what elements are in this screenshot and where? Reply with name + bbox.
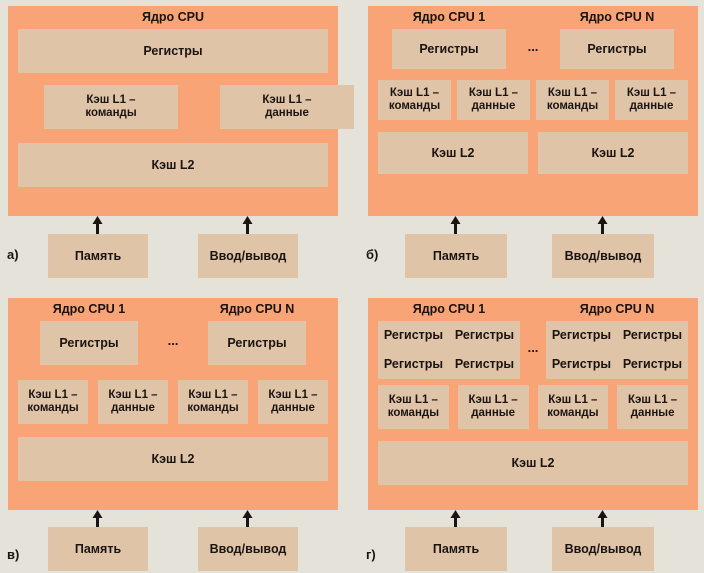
l1-instruction-cache-box-core-n: Кэш L1 – команды — [536, 80, 609, 120]
io-box: Ввод/вывод — [198, 527, 298, 571]
l2-cache-box-core-n: Кэш L2 — [538, 132, 688, 174]
l1-instruction-cache-box: Кэш L1 – команды — [44, 85, 178, 129]
panel-d-l1-row: Кэш L1 – команды Кэш L1 – данные Кэш L1 … — [378, 385, 688, 429]
registers-box-core-1: Регистры — [392, 29, 506, 69]
panel-a-l1-row: Кэш L1 – команды Кэш L1 – данные — [18, 85, 380, 129]
panel-b-l2-row: Кэш L2 Кэш L2 — [378, 132, 688, 174]
memory-box: Память — [405, 234, 507, 278]
panel-d-core-titles: Ядро CPU 1 Ядро CPU N — [378, 302, 688, 317]
registers-label: Регистры — [551, 328, 612, 342]
l1-instruction-cache-box-core-n: Кэш L1 – команды — [537, 385, 609, 429]
panel-a-core-titles: Ядро CPU — [18, 10, 328, 25]
cores-ellipsis: ... — [527, 39, 539, 54]
io-box: Ввод/вывод — [552, 527, 654, 571]
registers-label: Регистры — [383, 328, 444, 342]
l2-cache-box-shared: Кэш L2 — [378, 441, 688, 485]
panel-c-cpu-block: Ядро CPU 1 Ядро CPU N Регистры ... Регис… — [8, 298, 338, 510]
registers-label: Регистры — [622, 328, 683, 342]
core-title-1: Ядро CPU 1 — [412, 10, 486, 24]
panel-tag-b: б) — [366, 247, 379, 262]
panel-d-registers-row: Регистры Регистры Регистры Регистры ... … — [378, 321, 688, 379]
io-box: Ввод/вывод — [552, 234, 654, 278]
panel-tag-c: в) — [7, 547, 20, 562]
panel-b-cpu-block: Ядро CPU 1 Ядро CPU N Регистры ... Регис… — [368, 6, 698, 216]
panel-b-l1-row: Кэш L1 – команды Кэш L1 – данные Кэш L1 … — [378, 80, 688, 120]
panel-a-cpu-block: Ядро CPU Регистры Кэш L1 – команды Кэш L… — [8, 6, 354, 216]
core-title-gap — [160, 302, 186, 317]
l2-cache-box-shared: Кэш L2 — [18, 437, 328, 481]
panel-a-l2-row: Кэш L2 — [18, 143, 328, 187]
core-title-n: Ядро CPU N — [219, 302, 295, 316]
core-title: Ядро CPU — [141, 10, 205, 24]
core-title-n: Ядро CPU N — [579, 10, 655, 24]
l1-instruction-cache-box-core-n: Кэш L1 – команды — [178, 380, 248, 424]
panel-tag-d: г) — [366, 547, 376, 562]
registers-box-core-n: Регистры — [208, 321, 306, 365]
registers-label: Регистры — [622, 357, 683, 371]
memory-box: Память — [405, 527, 507, 571]
core-title-gap — [520, 10, 546, 25]
l1-data-cache-box-core-1: Кэш L1 – данные — [457, 80, 530, 120]
io-box: Ввод/вывод — [198, 234, 298, 278]
l1-data-cache-box-core-1: Кэш L1 – данные — [98, 380, 168, 424]
cores-ellipsis: ... — [527, 340, 539, 355]
panel-d: Ядро CPU 1 Ядро CPU N Регистры Регистры … — [352, 290, 704, 573]
l1-data-cache-box-core-n: Кэш L1 – данные — [617, 385, 688, 429]
registers-box: Регистры — [18, 29, 328, 73]
panel-a-registers-row: Регистры — [18, 29, 328, 73]
panel-b-core-titles: Ядро CPU 1 Ядро CPU N — [378, 10, 688, 25]
registers-box-core-1: Регистры — [40, 321, 138, 365]
panel-c: Ядро CPU 1 Ядро CPU N Регистры ... Регис… — [0, 290, 352, 573]
panel-d-cpu-block: Ядро CPU 1 Ядро CPU N Регистры Регистры … — [368, 298, 698, 510]
core-title-gap — [520, 302, 546, 317]
registers-group-core-1: Регистры Регистры Регистры Регистры — [378, 321, 520, 379]
l1-data-cache-box-core-1: Кэш L1 – данные — [457, 385, 529, 429]
panel-c-registers-row: Регистры ... Регистры — [18, 321, 328, 365]
l1-instruction-cache-box-core-1: Кэш L1 – команды — [378, 80, 451, 120]
panel-c-l2-row: Кэш L2 — [18, 437, 328, 481]
panel-c-core-titles: Ядро CPU 1 Ядро CPU N — [18, 302, 328, 317]
cores-ellipsis: ... — [167, 333, 179, 348]
registers-label: Регистры — [383, 357, 444, 371]
registers-label: Регистры — [454, 328, 515, 342]
l1-instruction-cache-box-core-1: Кэш L1 – команды — [18, 380, 88, 424]
core-title-n: Ядро CPU N — [579, 302, 655, 316]
l2-cache-box-core-1: Кэш L2 — [378, 132, 528, 174]
registers-label: Регистры — [551, 357, 612, 371]
registers-box-core-n: Регистры — [560, 29, 674, 69]
l2-cache-box: Кэш L2 — [18, 143, 328, 187]
l1-data-cache-box: Кэш L1 – данные — [220, 85, 354, 129]
l1-instruction-cache-box-core-1: Кэш L1 – команды — [378, 385, 449, 429]
memory-box: Память — [48, 527, 148, 571]
registers-group-core-n: Регистры Регистры Регистры Регистры — [546, 321, 688, 379]
l1-data-cache-box-core-n: Кэш L1 – данные — [615, 80, 688, 120]
panel-b-registers-row: Регистры ... Регистры — [378, 29, 688, 69]
memory-box: Память — [48, 234, 148, 278]
panel-b: Ядро CPU 1 Ядро CPU N Регистры ... Регис… — [352, 0, 704, 290]
panel-a: Ядро CPU Регистры Кэш L1 – команды Кэш L… — [0, 0, 354, 290]
registers-label: Регистры — [454, 357, 515, 371]
panel-d-l2-row: Кэш L2 — [378, 441, 688, 485]
core-title-1: Ядро CPU 1 — [412, 302, 486, 316]
panel-tag-a: а) — [7, 247, 19, 262]
panel-c-l1-row: Кэш L1 – команды Кэш L1 – данные Кэш L1 … — [18, 380, 328, 424]
l1-data-cache-box-core-n: Кэш L1 – данные — [258, 380, 328, 424]
core-title-1: Ядро CPU 1 — [52, 302, 126, 316]
